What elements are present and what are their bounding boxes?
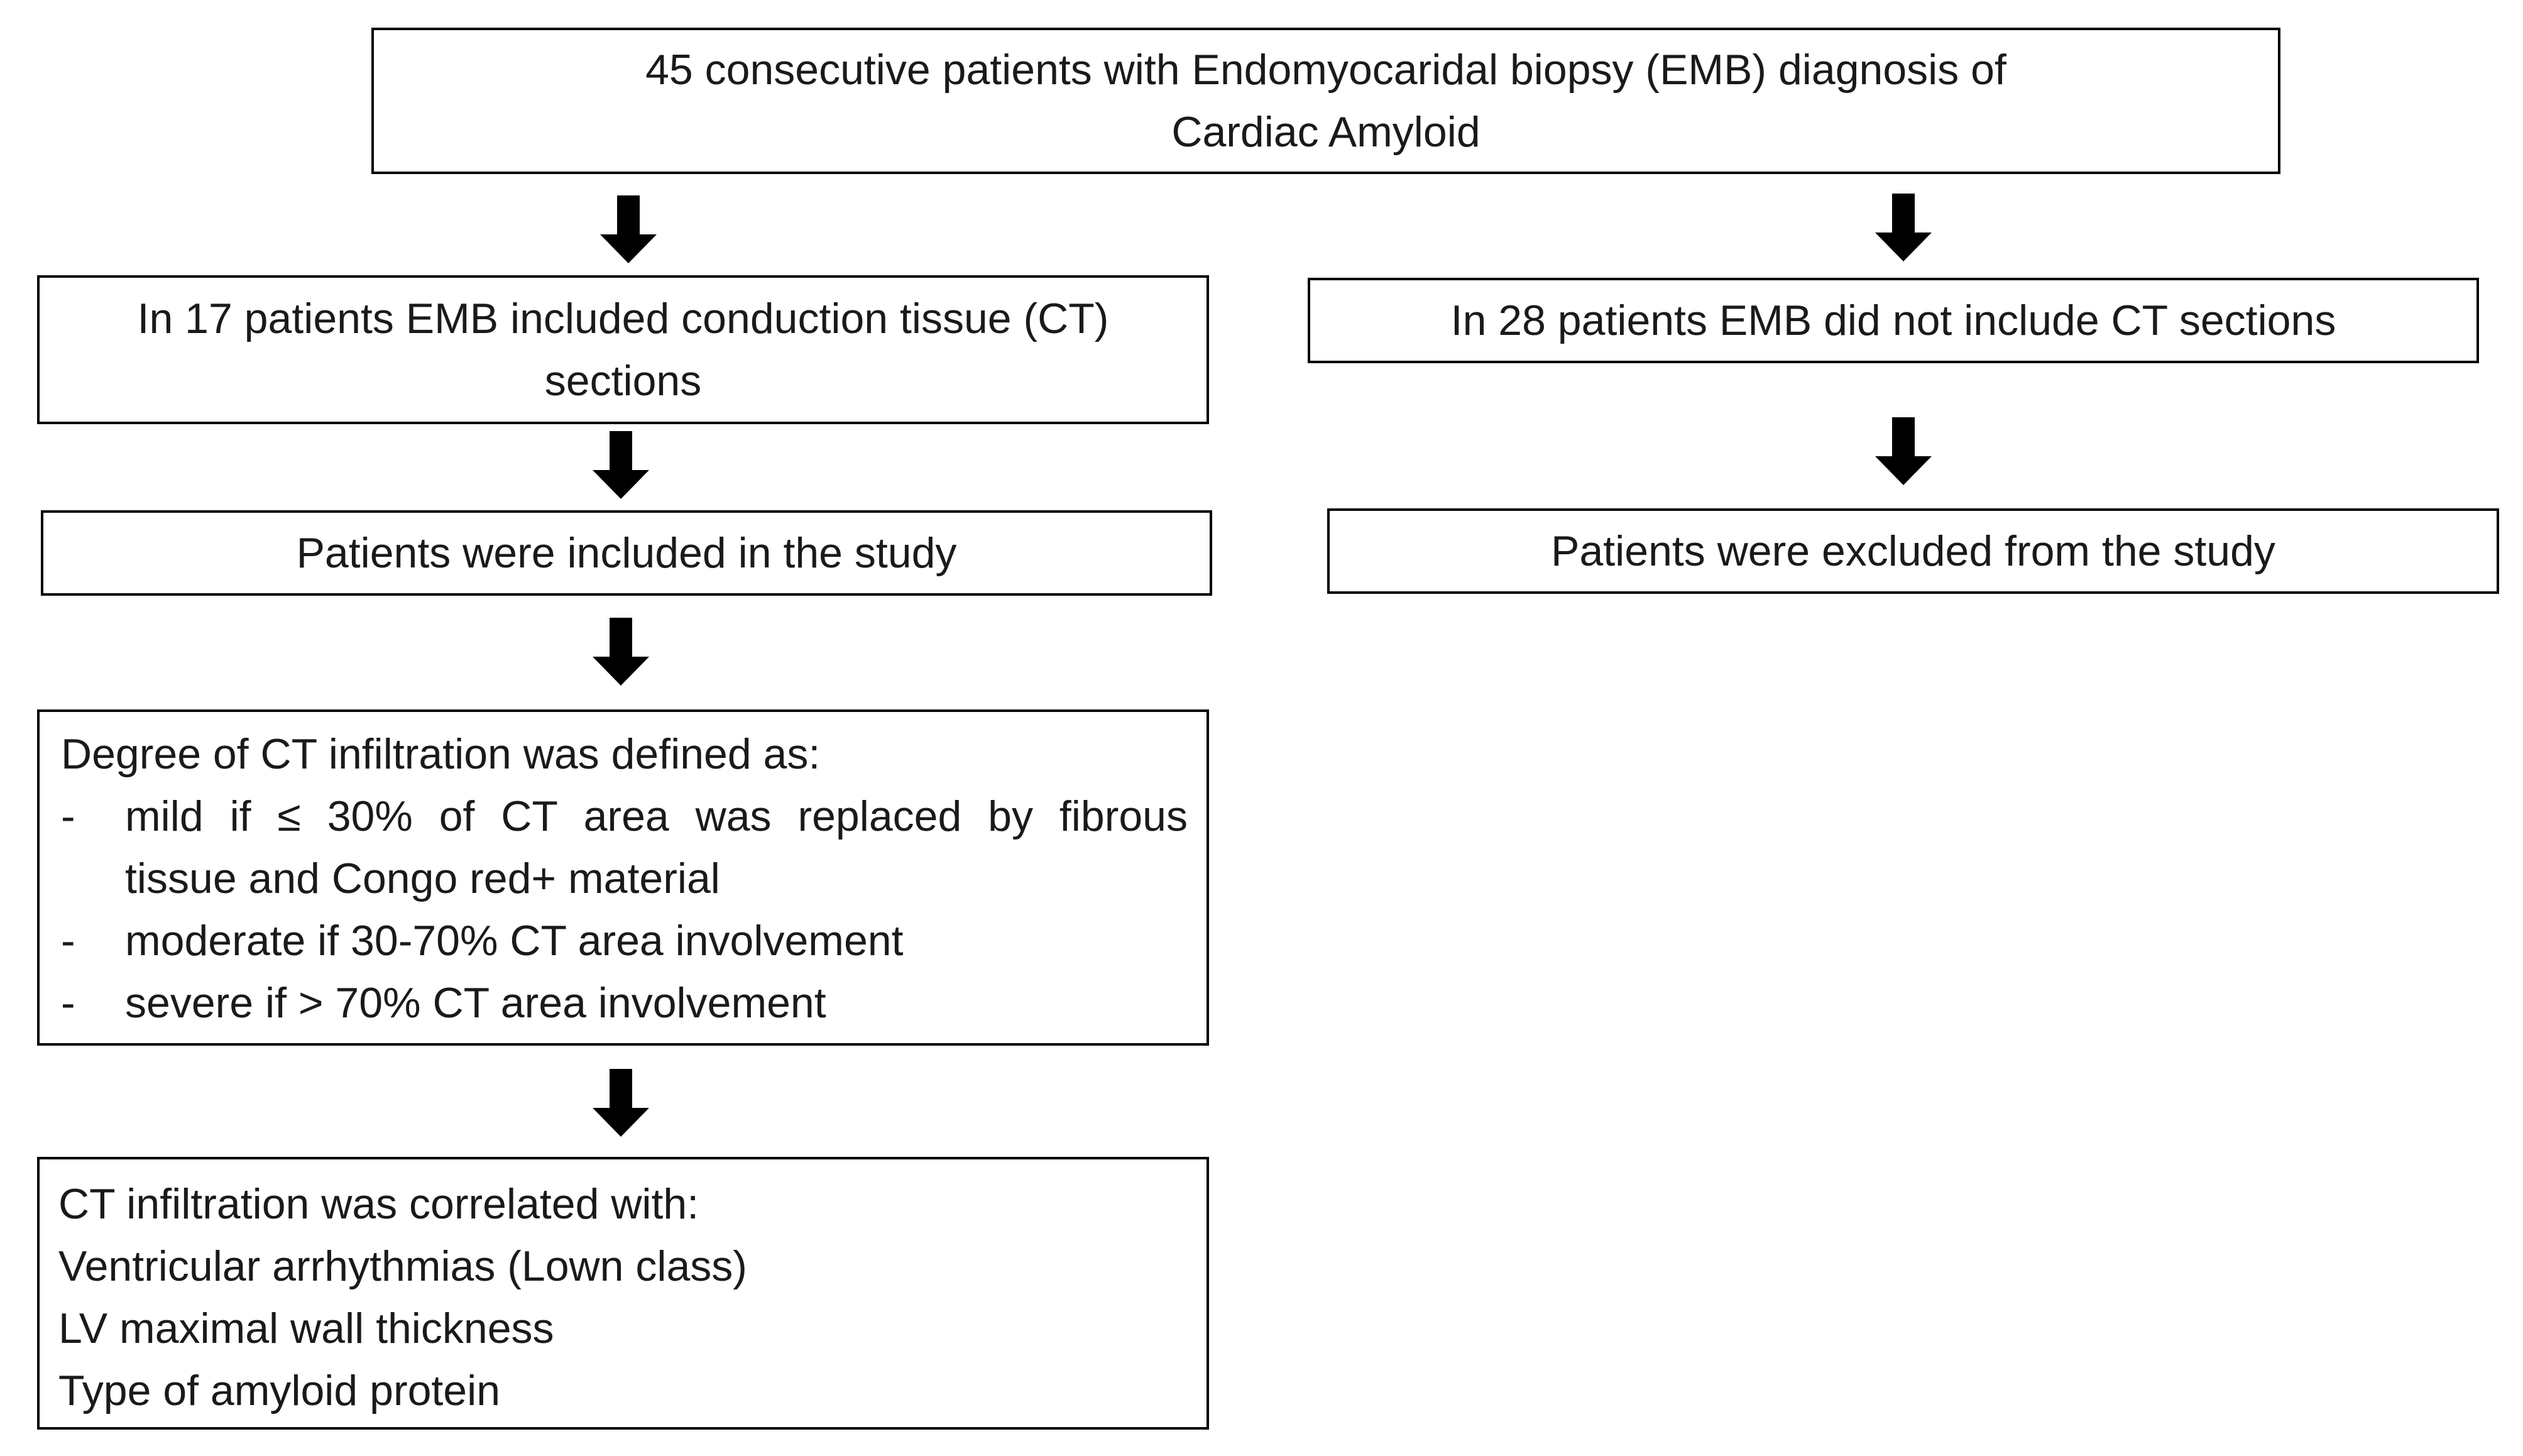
- arrow-down-icon: [593, 431, 649, 499]
- ct-included-line-1: In 17 patients EMB included conduction t…: [137, 294, 1109, 342]
- degree-item-moderate: - moderate if 30-70% CT area involvement: [61, 910, 1188, 972]
- arrow-down-icon: [1875, 417, 1932, 485]
- degree-item-severe: - severe if > 70% CT area involvement: [61, 972, 1188, 1034]
- ct-included-box: In 17 patients EMB included conduction t…: [37, 275, 1209, 424]
- degree-item-moderate-text: moderate if 30-70% CT area involvement: [125, 917, 904, 965]
- arrow-down-icon: [1875, 194, 1932, 261]
- correlated-item: Ventricular arrhythmias (Lown class): [58, 1242, 747, 1290]
- included-box: Patients were included in the study: [41, 510, 1212, 596]
- top-box-line-2: Cardiac Amyloid: [1171, 107, 1480, 156]
- excluded-text: Patients were excluded from the study: [1551, 527, 2275, 575]
- degree-item-mild-line-2: tissue and Congo red+ material: [125, 855, 720, 902]
- infiltration-degree-box: Degree of CT infiltration was defined as…: [37, 709, 1209, 1046]
- degree-item-severe-text: severe if > 70% CT area involvement: [125, 979, 826, 1027]
- included-text: Patients were included in the study: [296, 528, 957, 577]
- bullet-dash: -: [61, 917, 75, 965]
- top-box-line-1: 45 consecutive patients with Endomyocari…: [645, 45, 2006, 94]
- ct-included-line-2: sections: [544, 356, 702, 405]
- correlated-item: LV maximal wall thickness: [58, 1305, 554, 1352]
- ct-not-included-box: In 28 patients EMB did not include CT se…: [1308, 278, 2479, 363]
- correlated-item: Type of amyloid protein: [58, 1367, 501, 1415]
- degree-item-mild-line-1: mild if ≤ 30% of CT area was replaced by…: [125, 792, 1188, 840]
- bullet-dash: -: [61, 979, 75, 1027]
- degree-heading: Degree of CT infiltration was defined as…: [61, 730, 821, 778]
- cardiac-amyloid-patients-box: 45 consecutive patients with Endomyocari…: [371, 28, 2280, 174]
- excluded-box: Patients were excluded from the study: [1327, 508, 2499, 594]
- degree-item-mild: - mild if ≤ 30% of CT area was replaced …: [61, 785, 1188, 848]
- ct-not-included-text: In 28 patients EMB did not include CT se…: [1450, 296, 2336, 344]
- arrow-down-icon: [600, 195, 657, 263]
- correlation-box: CT infiltration was correlated with: Ven…: [37, 1157, 1209, 1430]
- arrow-down-icon: [593, 1069, 649, 1137]
- correlated-heading: CT infiltration was correlated with:: [58, 1180, 699, 1228]
- bullet-dash: -: [61, 792, 75, 840]
- arrow-down-icon: [593, 618, 649, 686]
